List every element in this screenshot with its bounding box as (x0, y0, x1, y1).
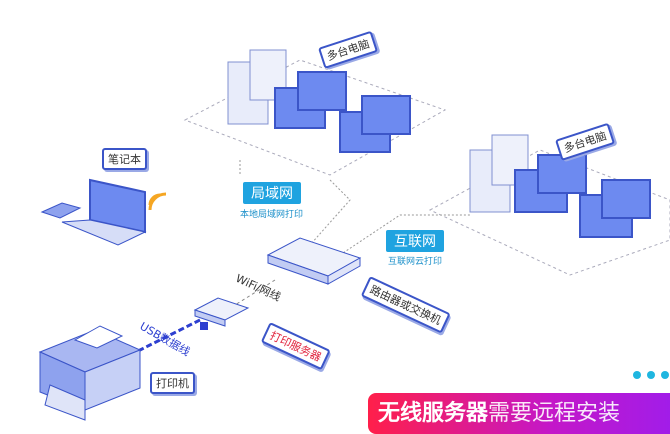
internet-subtitle: 互联网云打印 (388, 257, 443, 267)
lan-subtitle: 本地局域网打印 (240, 210, 304, 220)
banner-bold: 无线服务器 (378, 401, 489, 426)
right-computers (469, 134, 651, 238)
lan-line (239, 160, 351, 246)
promo-banner: 无线服务器需要远程安装 (368, 393, 670, 434)
carousel-dots[interactable] (633, 371, 669, 379)
internet-title: 互联网 (386, 230, 444, 252)
router-icon (266, 237, 362, 285)
banner-rest: 需要远程安装 (488, 401, 621, 426)
printer-icon (38, 325, 142, 421)
internet-line (339, 214, 470, 256)
laptop-icon (40, 178, 167, 246)
wifi-line (234, 279, 276, 306)
printer-label: 打印机 (150, 372, 195, 394)
print-server-icon (193, 297, 250, 330)
lan-title: 局域网 (243, 182, 301, 204)
usb-line (129, 318, 201, 357)
top-computers (227, 49, 411, 153)
laptop-label: 笔记本 (102, 148, 147, 170)
